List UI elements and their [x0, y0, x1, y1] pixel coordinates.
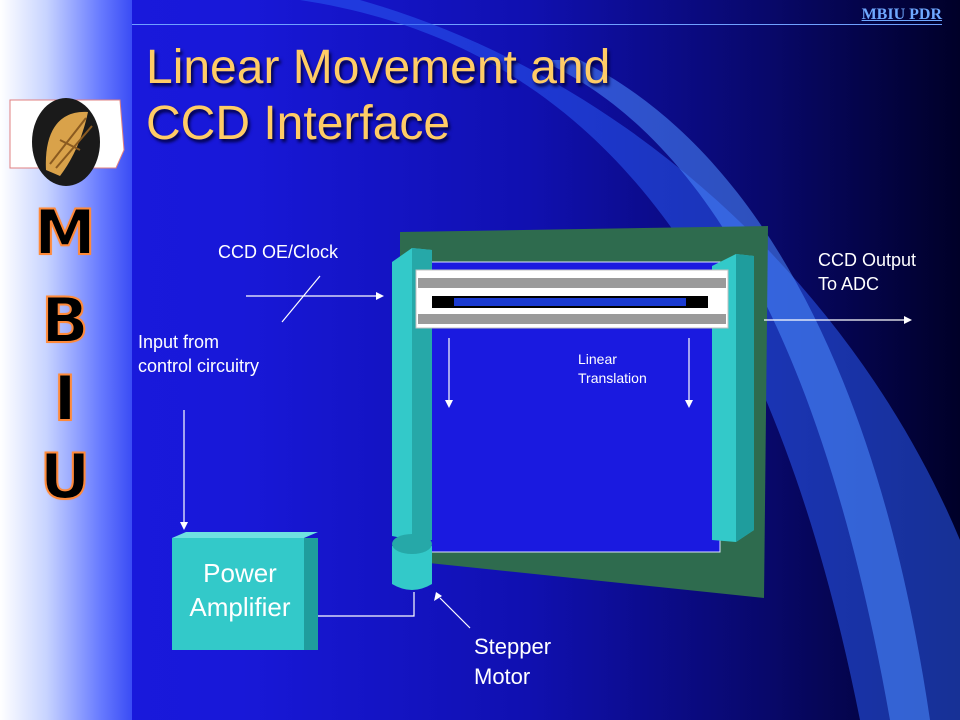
amp-line-2: Amplifier — [189, 592, 291, 622]
motor-line-1: Stepper — [474, 634, 552, 659]
translation-label: Linear Translation — [578, 350, 647, 388]
title-line-2: CCD Interface — [146, 97, 451, 150]
power-amplifier-label: Power Amplifier — [172, 556, 308, 624]
amp-top-edge — [172, 532, 318, 538]
swoosh-decoration-light — [540, 60, 930, 720]
ccd-output-line-1: CCD Output — [818, 250, 917, 270]
ccd-clock-label: CCD OE/Clock — [218, 242, 339, 262]
header-rule — [132, 24, 942, 25]
header-link[interactable]: MBIU PDR — [861, 6, 942, 23]
sidebar-letter-u: U — [39, 439, 91, 514]
stepper-motor-label: Stepper Motor — [474, 632, 551, 692]
ccd-sensor-bar — [415, 269, 729, 329]
slide-title: Linear Movement and CCD Interface — [146, 40, 766, 152]
title-line-1: Linear Movement and — [146, 41, 611, 94]
stepper-motor-shape — [392, 534, 432, 590]
ccd-output-label: CCD Output To ADC — [818, 248, 916, 296]
translation-line-1: Linear — [578, 351, 617, 367]
sidebar-letter-b: B — [40, 283, 89, 358]
sidebar-letter-m: M — [33, 195, 97, 270]
input-label: Input from control circuitry — [138, 330, 259, 378]
arrow-heads — [180, 292, 912, 601]
motor-line-2: Motor — [474, 664, 531, 689]
input-line-2: control circuitry — [138, 356, 260, 376]
ccd-output-line-2: To ADC — [818, 274, 880, 294]
amp-line-1: Power — [203, 558, 277, 588]
translation-line-2: Translation — [578, 370, 647, 386]
logo-emblem — [9, 98, 125, 186]
connector-lines — [183, 275, 904, 629]
power-amplifier-box — [172, 538, 318, 650]
input-line-1: Input from — [138, 332, 220, 352]
sidebar-letter-i: I — [52, 361, 77, 436]
